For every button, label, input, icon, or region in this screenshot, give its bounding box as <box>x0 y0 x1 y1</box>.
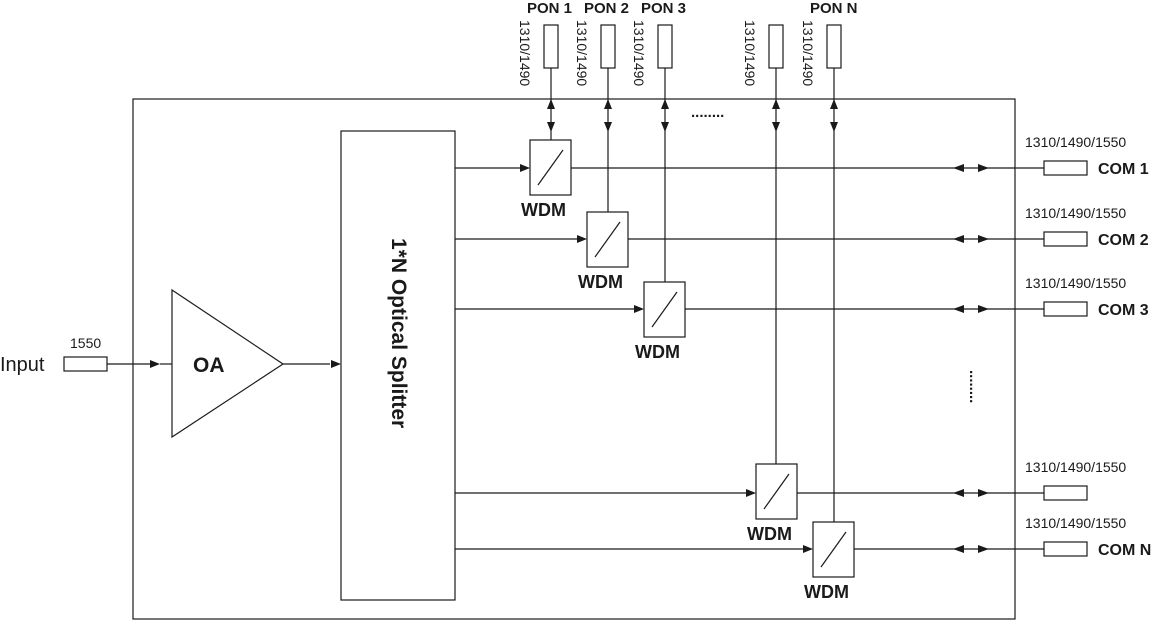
optical-splitter <box>340 130 456 601</box>
com-port-5 <box>1043 541 1088 557</box>
pon-port-4 <box>768 24 784 69</box>
wdm-label-5: WDM <box>804 582 849 602</box>
com-name-1: COM 1 <box>1098 161 1149 178</box>
com-arrow-left-3 <box>953 305 964 313</box>
optical-amplifier-triangle <box>171 288 285 439</box>
pon-port-5 <box>826 24 842 69</box>
com-arrow-right-2 <box>978 235 989 243</box>
com-port-4 <box>1043 485 1088 501</box>
pon-arrow-up-2 <box>604 99 612 109</box>
input-wavelength-label: 1550 <box>70 335 101 351</box>
com-arrow-left-5 <box>953 545 964 553</box>
pon-wavelength-3: 1310/1490 <box>631 20 647 86</box>
com-wavelength-2: 1310/1490/1550 <box>1025 205 1126 221</box>
com-arrow-left-2 <box>953 235 964 243</box>
pon-name-5: PON N <box>810 0 858 17</box>
com-name-5: COM N <box>1098 542 1151 559</box>
input-label: Input <box>0 354 45 376</box>
amplifier-label: OA <box>193 354 225 377</box>
com-arrow-right-3 <box>978 305 989 313</box>
wdm-label-4: WDM <box>747 524 792 544</box>
com-wavelength-1: 1310/1490/1550 <box>1025 134 1126 150</box>
pon-arrow-up-3 <box>661 99 669 109</box>
module-enclosure <box>132 98 1016 620</box>
pon-name-1: PON 1 <box>527 0 572 17</box>
wdm-input-arrow-4 <box>746 489 756 497</box>
wdm-filter-line-3 <box>651 291 678 328</box>
pon-wavelength-4: 1310/1490 <box>742 20 758 86</box>
com-arrow-right-5 <box>978 545 989 553</box>
pon-arrow-up-5 <box>830 99 838 109</box>
com-wavelength-4: 1310/1490/1550 <box>1025 459 1126 475</box>
wdm-input-arrow-1 <box>520 164 530 172</box>
com-ellipsis: ........ <box>966 370 983 403</box>
pon-port-2 <box>600 24 616 69</box>
wdm-filter-line-5 <box>820 531 847 568</box>
wdm-input-arrow-2 <box>577 235 587 243</box>
pon-port-1 <box>543 24 559 69</box>
com-name-2: COM 2 <box>1098 232 1149 249</box>
pon-arrow-down-1 <box>547 122 555 132</box>
pon-arrow-down-2 <box>604 122 612 132</box>
pon-arrow-up-4 <box>772 99 780 109</box>
input-arrow <box>150 360 160 368</box>
wdm-label-3: WDM <box>635 342 680 362</box>
splitter-input-arrow <box>331 360 341 368</box>
pon-wavelength-5: 1310/1490 <box>800 20 816 86</box>
wdm-input-arrow-5 <box>803 545 813 553</box>
wdm-filter-line-4 <box>763 473 790 510</box>
com-arrow-left-1 <box>953 164 964 172</box>
com-arrow-right-4 <box>978 489 989 497</box>
pon-port-3 <box>657 24 673 69</box>
com-port-3 <box>1043 301 1088 317</box>
com-port-1 <box>1043 160 1088 176</box>
wdm-input-arrow-3 <box>634 305 644 313</box>
com-wavelength-3: 1310/1490/1550 <box>1025 275 1126 291</box>
pon-arrow-down-3 <box>661 122 669 132</box>
pon-name-3: PON 3 <box>641 0 686 17</box>
com-port-2 <box>1043 231 1088 247</box>
pon-wavelength-1: 1310/1490 <box>517 20 533 86</box>
pon-ellipsis: ........ <box>691 104 724 121</box>
com-wavelength-5: 1310/1490/1550 <box>1025 515 1126 531</box>
pon-arrow-up-1 <box>547 99 555 109</box>
pon-arrow-down-5 <box>830 122 838 132</box>
splitter-label: 1*N Optical Splitter <box>387 238 410 428</box>
input-port <box>63 356 108 372</box>
wdm-filter-line-2 <box>594 221 621 258</box>
wdm-filter-line-1 <box>537 149 564 186</box>
wdm-label-1: WDM <box>521 200 566 220</box>
wdm-label-2: WDM <box>578 272 623 292</box>
pon-wavelength-2: 1310/1490 <box>574 20 590 86</box>
com-arrow-left-4 <box>953 489 964 497</box>
com-arrow-right-1 <box>978 164 989 172</box>
com-name-3: COM 3 <box>1098 302 1149 319</box>
pon-arrow-down-4 <box>772 122 780 132</box>
pon-name-2: PON 2 <box>584 0 629 17</box>
